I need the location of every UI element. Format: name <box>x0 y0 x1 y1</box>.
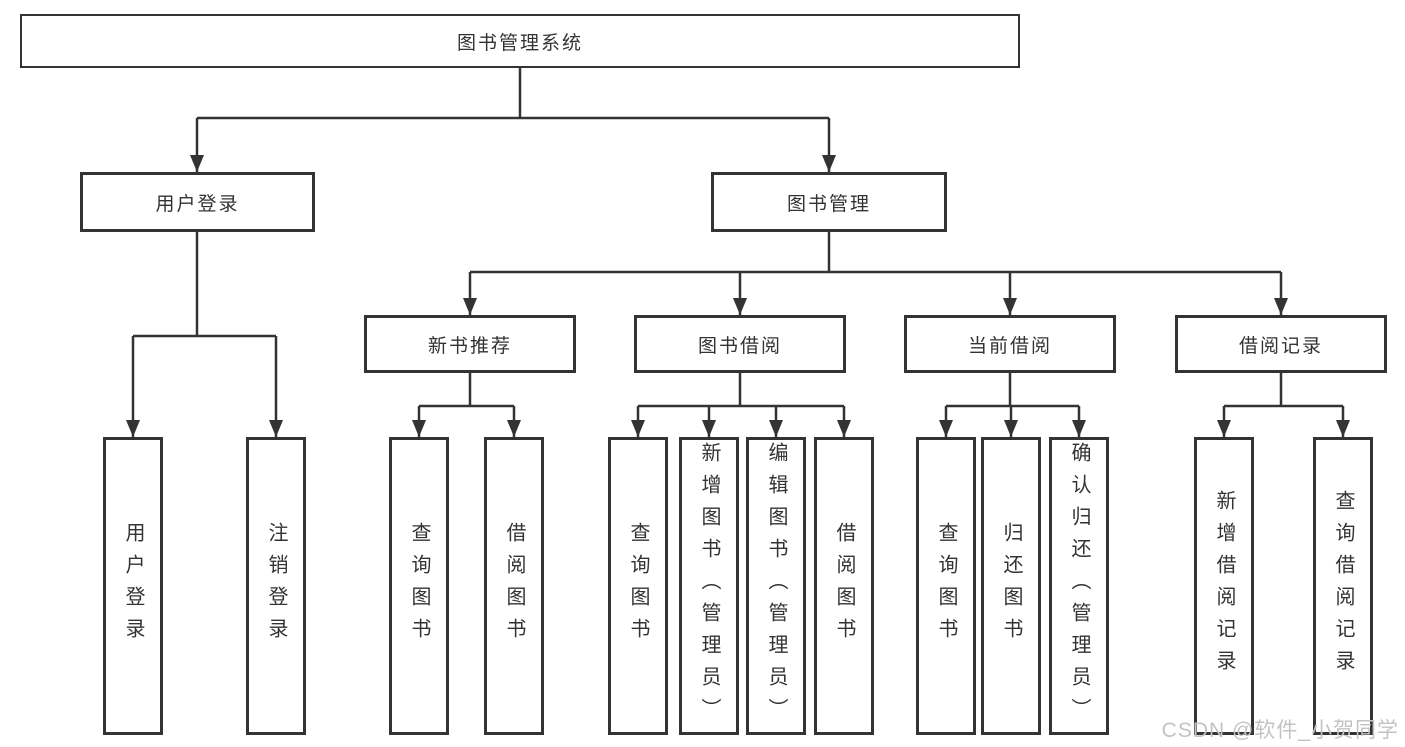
leaf-add-books-admin: 新增图书（管理员） <box>679 437 739 735</box>
leaf-label: 新增借阅记录 <box>1213 490 1235 682</box>
leaf-query-books-borrowing: 查询图书 <box>608 437 668 735</box>
leaf-label: 查询图书 <box>935 522 957 650</box>
leaf-label: 借阅图书 <box>503 522 525 650</box>
leaf-label: 用户登录 <box>122 522 144 650</box>
node-label: 用户登录 <box>155 193 240 215</box>
node-label: 当前借阅 <box>967 335 1052 357</box>
node-label: 借阅记录 <box>1238 335 1323 357</box>
connector-book-mgmt-to-sections <box>463 232 1288 315</box>
node-system-root: 图书管理系统 <box>20 14 1020 68</box>
leaf-label: 归还图书 <box>1000 522 1022 650</box>
node-user-login: 用户登录 <box>80 172 315 232</box>
connector-book-borrow-to-leaves <box>631 373 851 437</box>
leaf-confirm-return-admin: 确认归还（管理员） <box>1049 437 1109 735</box>
connector-current-borrow-to-leaves <box>939 373 1086 437</box>
node-book-borrowing: 图书借阅 <box>634 315 846 373</box>
node-label: 图书管理系统 <box>456 32 583 54</box>
leaf-query-borrow-record: 查询借阅记录 <box>1313 437 1373 735</box>
node-current-borrowing: 当前借阅 <box>904 315 1116 373</box>
connector-new-book-rec-to-leaves <box>412 373 521 437</box>
leaf-label: 确认归还（管理员） <box>1068 442 1090 730</box>
connector-root-to-level2 <box>190 68 836 172</box>
node-label: 新书推荐 <box>427 335 512 357</box>
leaf-query-books-recommend: 查询图书 <box>389 437 449 735</box>
leaf-user-login: 用户登录 <box>103 437 163 735</box>
connector-user-login-to-leaves <box>126 232 283 437</box>
csdn-watermark: CSDN @软件_小贺同学 <box>1161 719 1399 742</box>
leaf-label: 新增图书（管理员） <box>698 442 720 730</box>
leaf-logout: 注销登录 <box>246 437 306 735</box>
leaf-borrow-books-recommend: 借阅图书 <box>484 437 544 735</box>
leaf-label: 编辑图书（管理员） <box>765 442 787 730</box>
node-book-management: 图书管理 <box>711 172 947 232</box>
leaf-add-borrow-record: 新增借阅记录 <box>1194 437 1254 735</box>
leaf-query-books-current: 查询图书 <box>916 437 976 735</box>
leaf-label: 查询借阅记录 <box>1332 490 1354 682</box>
node-label: 图书借阅 <box>697 335 782 357</box>
leaf-borrow-books: 借阅图书 <box>814 437 874 735</box>
node-borrow-records: 借阅记录 <box>1175 315 1387 373</box>
leaf-label: 注销登录 <box>265 522 287 650</box>
connector-borrow-record-to-leaves <box>1217 373 1350 437</box>
node-label: 图书管理 <box>786 193 871 215</box>
leaf-return-books: 归还图书 <box>981 437 1041 735</box>
leaf-label: 查询图书 <box>627 522 649 650</box>
leaf-edit-books-admin: 编辑图书（管理员） <box>746 437 806 735</box>
leaf-label: 查询图书 <box>408 522 430 650</box>
leaf-label: 借阅图书 <box>833 522 855 650</box>
node-new-book-recommend: 新书推荐 <box>364 315 576 373</box>
